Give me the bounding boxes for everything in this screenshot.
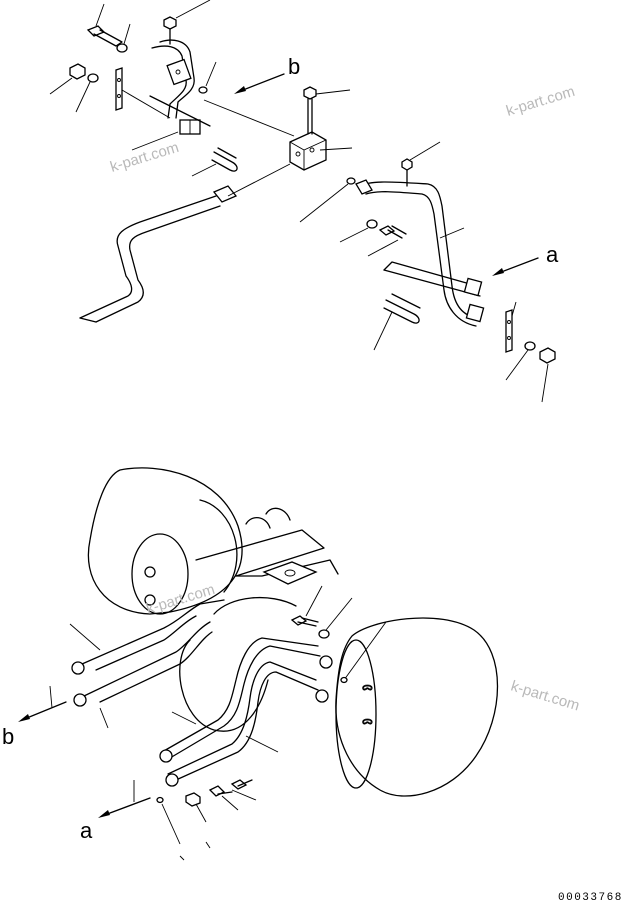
bolt-center bbox=[303, 86, 351, 135]
leader-lines bbox=[69, 623, 279, 801]
tube-upper-left bbox=[151, 39, 195, 119]
top-assembly: b bbox=[49, 0, 577, 403]
bottom-assembly: ᯅ ᯅ bbox=[2, 467, 582, 861]
fitting-top-right bbox=[401, 141, 441, 187]
label-b-top: b bbox=[288, 54, 300, 79]
washer-bolt-right bbox=[339, 219, 407, 257]
tube-right bbox=[355, 179, 479, 327]
watermark-1: k-part.com bbox=[108, 139, 181, 176]
oring-center bbox=[299, 177, 356, 223]
plate-right bbox=[505, 301, 517, 353]
left-wheel bbox=[87, 467, 243, 615]
drawing-number: 00033768 bbox=[558, 892, 623, 904]
arrow-b-top bbox=[203, 73, 295, 137]
arrow-b-bottom bbox=[18, 685, 67, 722]
small-parts-bottom bbox=[156, 779, 253, 861]
center-block bbox=[289, 131, 353, 171]
u-bolt-left bbox=[191, 147, 238, 177]
right-wheel: ᯅ ᯅ bbox=[335, 617, 499, 797]
svg-text:ᯅ: ᯅ bbox=[362, 682, 373, 693]
bracket-plate-left bbox=[115, 67, 171, 119]
arrow-a-bottom bbox=[98, 780, 151, 818]
bolt-top-center bbox=[163, 0, 211, 45]
svg-text:ᯅ: ᯅ bbox=[362, 716, 373, 727]
bolt-top-left bbox=[86, 3, 123, 47]
label-b-bottom: b bbox=[2, 724, 14, 749]
bracket-right bbox=[383, 261, 485, 323]
oring-top bbox=[198, 61, 217, 94]
brake-hoses bbox=[81, 599, 321, 781]
u-bolt-right bbox=[373, 293, 421, 351]
watermark-2: k-part.com bbox=[504, 83, 577, 120]
arrow-a-top bbox=[492, 257, 539, 276]
hose-fittings bbox=[71, 566, 333, 787]
washer-nut-right bbox=[505, 341, 556, 403]
bolt-washer-center bbox=[290, 585, 387, 684]
clamp-left bbox=[131, 95, 211, 151]
watermark-4: k-part.com bbox=[509, 678, 582, 715]
axle-housing bbox=[179, 507, 339, 732]
nut-top-left bbox=[49, 63, 99, 113]
tube-long-lower bbox=[79, 163, 291, 323]
washer-top-left bbox=[116, 23, 131, 53]
label-a-top: a bbox=[546, 242, 559, 267]
label-a-bottom: a bbox=[80, 818, 93, 843]
